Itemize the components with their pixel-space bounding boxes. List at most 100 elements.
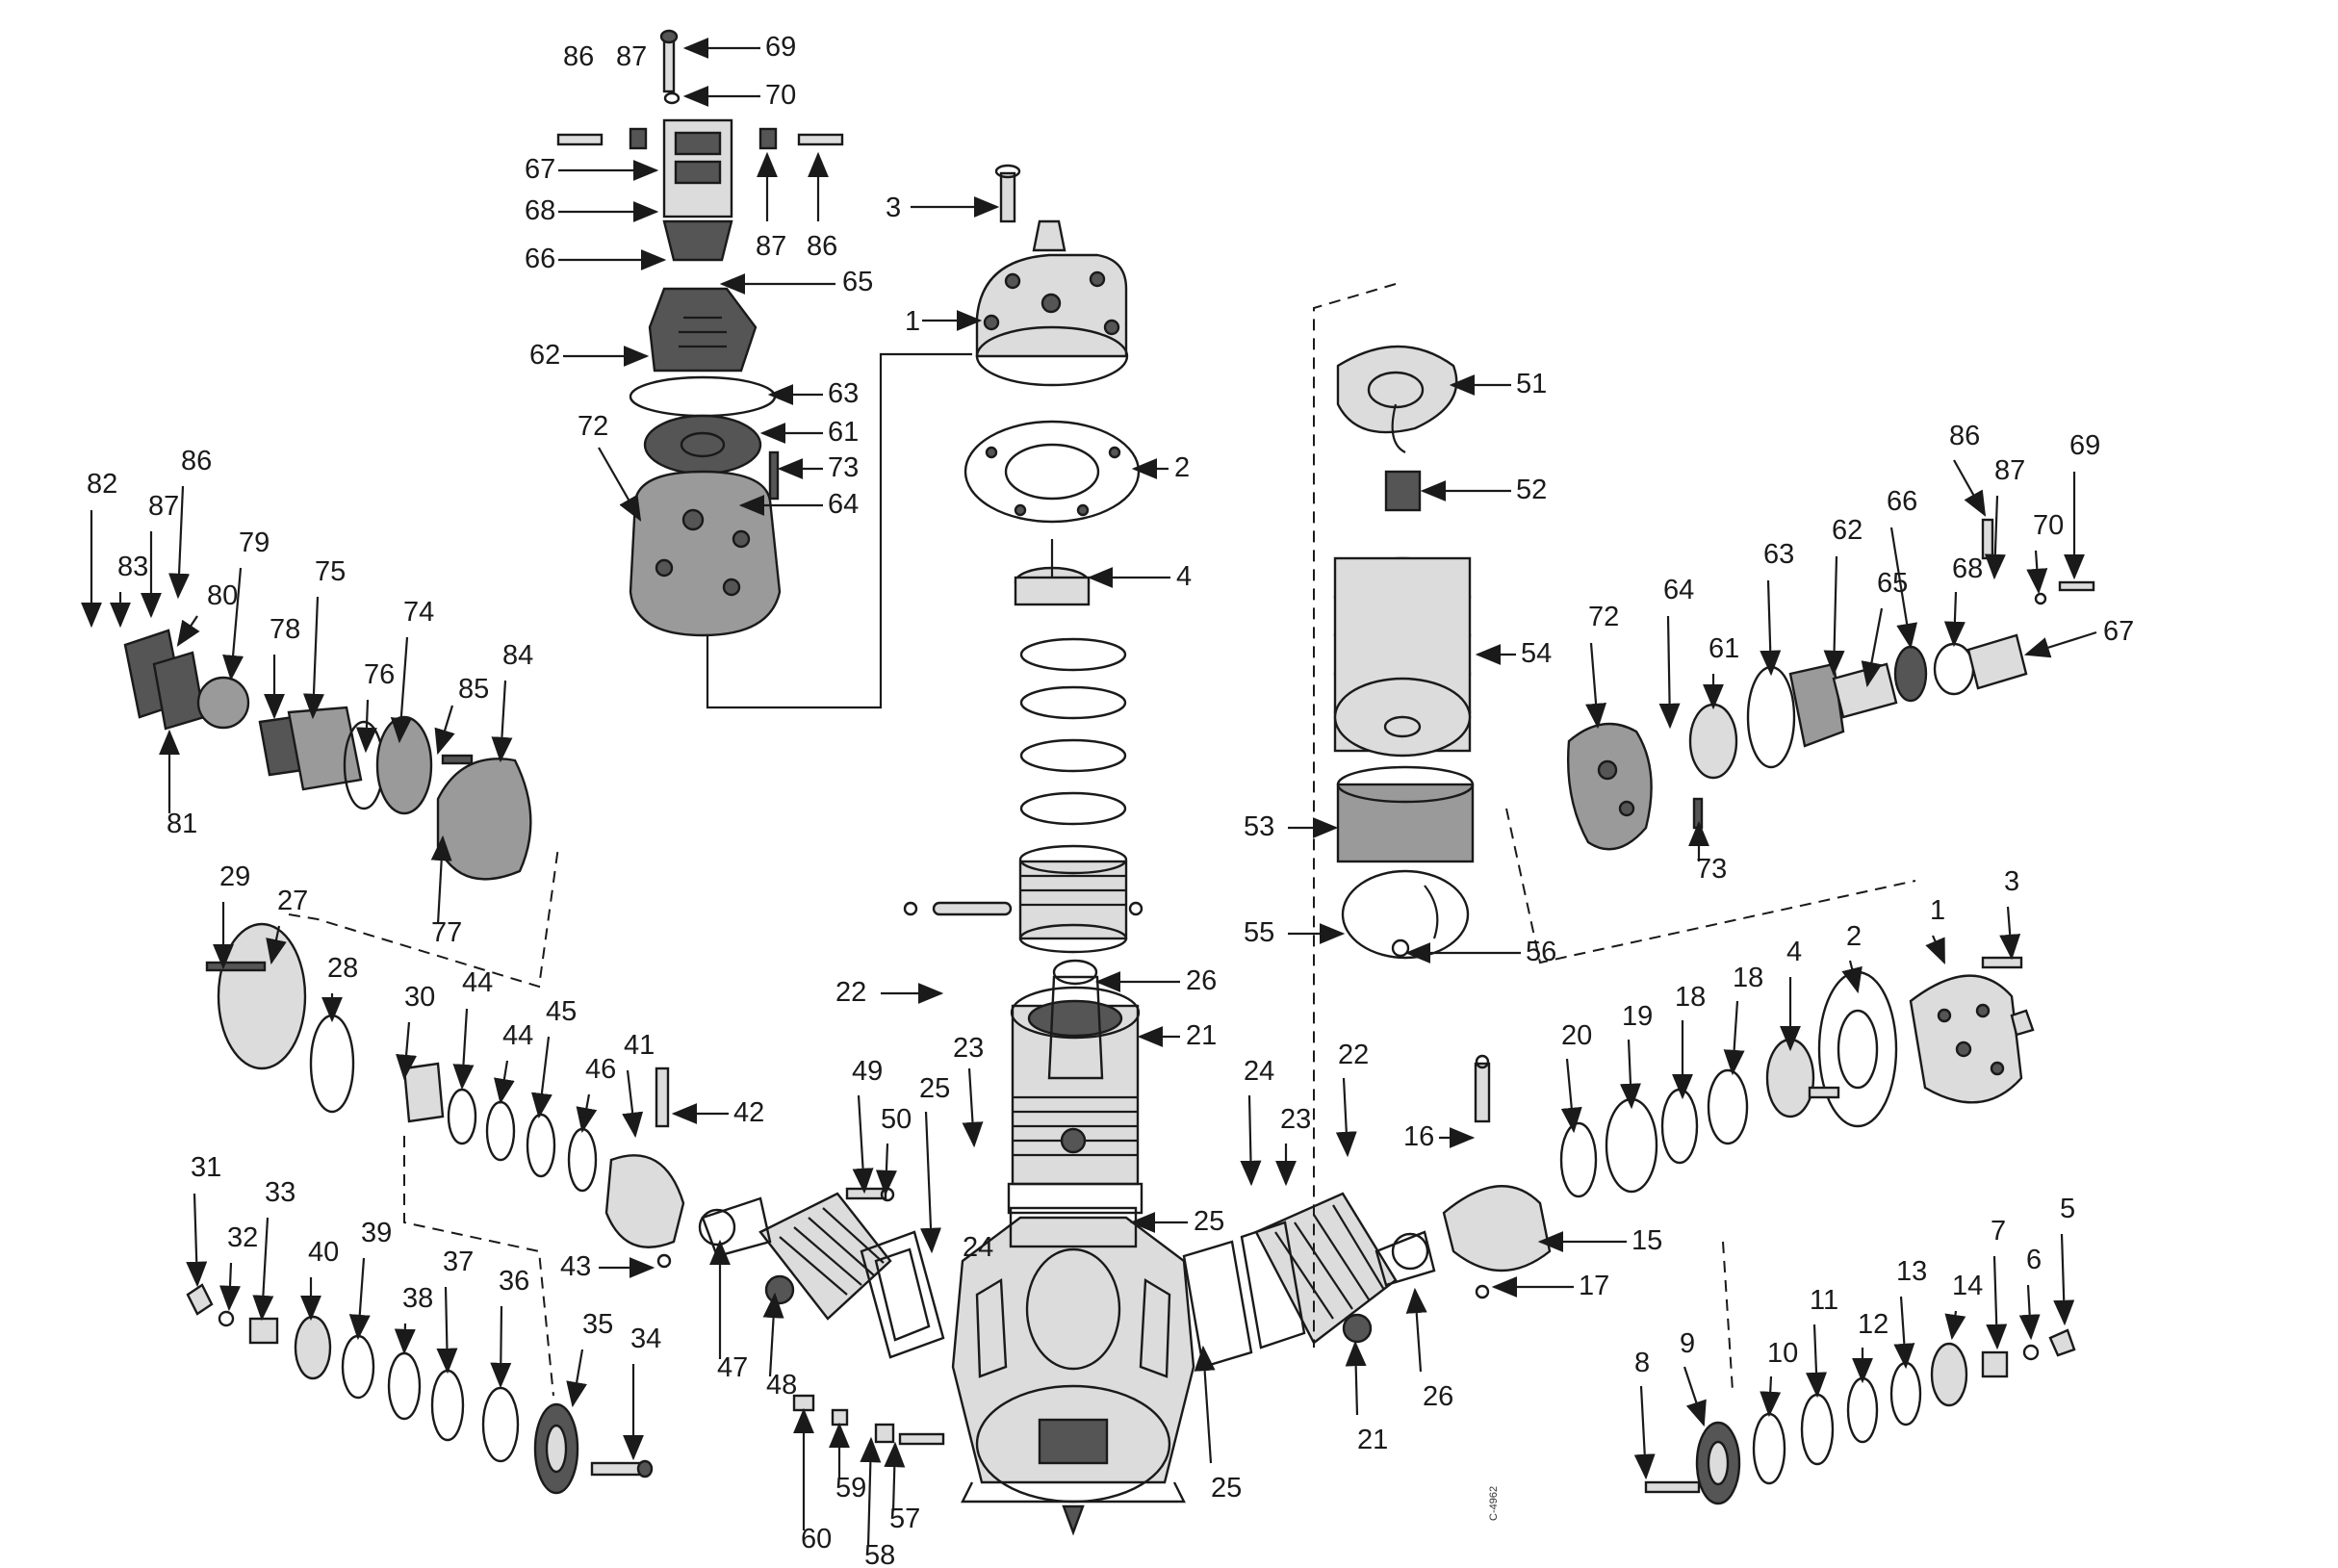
callout-86: 86 (1949, 421, 1980, 451)
callout-38: 38 (402, 1283, 433, 1314)
leader-13 (1893, 1296, 1915, 1370)
callout-25: 25 (919, 1073, 950, 1104)
leader-65 (1861, 607, 1884, 688)
callout-35: 35 (582, 1309, 613, 1340)
callout-48: 48 (766, 1370, 797, 1401)
callout-33: 33 (265, 1177, 295, 1208)
leader-7 (1986, 1255, 2008, 1350)
leader-19 (1619, 1039, 1641, 1110)
figure-code: C-4962 (1488, 1486, 1500, 1521)
callout-36: 36 (499, 1266, 529, 1297)
leader-21 (1345, 1340, 1367, 1416)
callout-16: 16 (1403, 1121, 1434, 1152)
callout-19: 19 (1622, 1001, 1653, 1032)
leader-20 (1560, 1058, 1582, 1134)
callout-66: 66 (525, 244, 555, 274)
callout-57: 57 (889, 1504, 920, 1534)
callout-72: 72 (578, 411, 608, 442)
callout-61: 61 (1709, 633, 1739, 664)
leader-1 (1925, 935, 1946, 965)
leader-45 (530, 1036, 552, 1119)
right-filter-assembly (1333, 345, 1475, 960)
leader-26 (1405, 1287, 1427, 1373)
callout-23: 23 (953, 1033, 984, 1064)
center-piston (903, 637, 1143, 954)
callout-52: 52 (1516, 475, 1547, 505)
callout-53: 53 (1244, 811, 1274, 842)
crankcase (951, 1216, 1195, 1536)
callout-61: 61 (828, 417, 859, 448)
callout-75: 75 (315, 556, 346, 587)
leader-66 (1889, 527, 1918, 650)
callout-70: 70 (765, 80, 796, 111)
callout-32: 32 (227, 1222, 258, 1253)
leader-27 (266, 925, 287, 965)
callout-45: 45 (546, 996, 577, 1027)
leader-10 (1760, 1375, 1782, 1418)
leader-86 (168, 485, 191, 600)
callout-83: 83 (117, 552, 148, 582)
leader-18 (1723, 1000, 1745, 1076)
callout-63: 63 (1763, 539, 1794, 570)
right-filter-dashes (1313, 283, 1397, 1348)
center-head (963, 164, 1141, 606)
callout-21: 21 (1357, 1425, 1388, 1455)
callout-65: 65 (1877, 568, 1908, 599)
callout-85: 85 (458, 674, 489, 705)
callout-22: 22 (1338, 1040, 1369, 1070)
callout-67: 67 (525, 154, 555, 185)
callout-4: 4 (1786, 937, 1802, 967)
callout-87: 87 (1994, 455, 2025, 486)
leader-25 (920, 1111, 941, 1254)
leader-74 (390, 636, 412, 744)
leader-58 (860, 1436, 882, 1548)
callout-3: 3 (2004, 866, 2019, 897)
callout-31: 31 (191, 1152, 221, 1183)
right-bottom-end (1644, 1328, 2076, 1505)
leader-63 (1760, 579, 1782, 677)
callout-6: 6 (2026, 1245, 2042, 1275)
callout-84: 84 (502, 640, 533, 671)
right-head-assembly (1442, 956, 2035, 1299)
callout-26: 26 (1423, 1381, 1453, 1412)
leader-50 (875, 1143, 897, 1196)
leader-5 (2053, 1233, 2075, 1326)
callout-87: 87 (616, 41, 647, 72)
leader-2 (1841, 960, 1863, 994)
leader-76 (355, 699, 377, 754)
callout-73: 73 (828, 452, 859, 483)
leader-30 (396, 1021, 418, 1081)
callout-74: 74 (403, 597, 434, 628)
callout-2: 2 (1846, 921, 1862, 952)
callout-40: 40 (308, 1237, 339, 1268)
leader-22 (1335, 1077, 1357, 1158)
callout-8: 8 (1634, 1348, 1650, 1378)
callout-10: 10 (1767, 1338, 1798, 1369)
callout-29: 29 (219, 861, 250, 892)
callout-13: 13 (1896, 1256, 1927, 1287)
callout-67: 67 (2103, 616, 2134, 647)
leader-38 (394, 1323, 416, 1355)
callout-7: 7 (1991, 1216, 2006, 1247)
leader-48 (762, 1292, 784, 1377)
leader-80 (176, 615, 200, 647)
callout-3: 3 (886, 193, 901, 223)
callout-78: 78 (270, 614, 300, 645)
leader-35 (566, 1349, 587, 1408)
leader-33 (252, 1217, 274, 1322)
callout-44: 44 (462, 967, 493, 998)
leader-8 (1633, 1385, 1656, 1480)
callout-69: 69 (2069, 430, 2100, 461)
callout-30: 30 (404, 982, 435, 1013)
right-unloader-assembly (1566, 518, 2095, 851)
leader-46 (576, 1093, 598, 1134)
callout-20: 20 (1561, 1020, 1592, 1051)
leader-44 (452, 1008, 475, 1091)
callout-49: 49 (852, 1056, 883, 1087)
callout-86: 86 (181, 446, 212, 476)
callout-27: 27 (277, 886, 308, 916)
leader-37 (436, 1286, 458, 1375)
callout-59: 59 (835, 1473, 866, 1504)
